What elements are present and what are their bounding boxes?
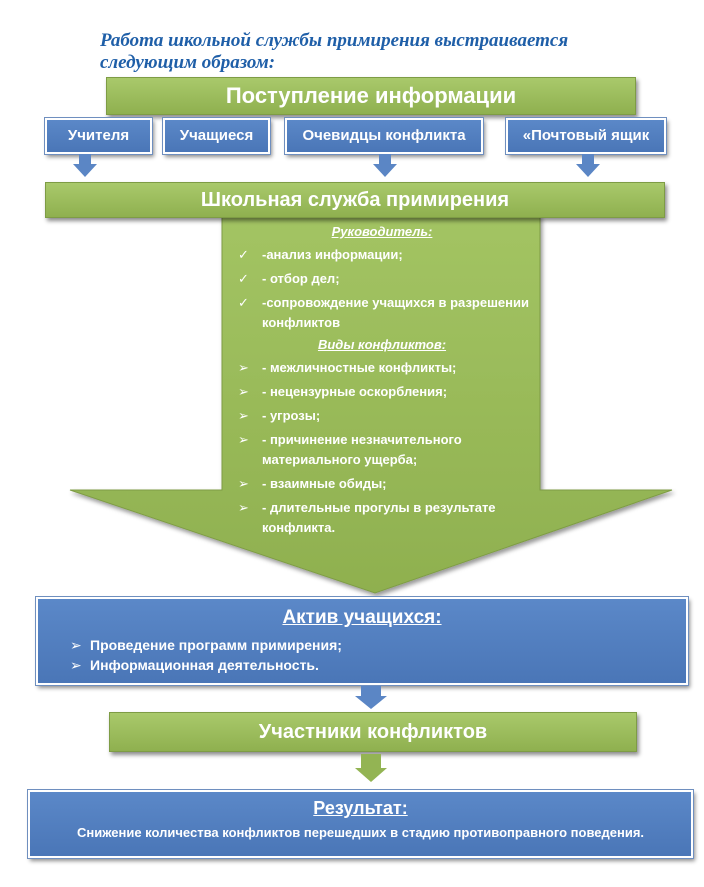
arrow-bullet-icon: ➢ [238, 476, 249, 491]
source-teachers: Учителя [44, 117, 153, 155]
arrow-bullet-icon: ➢ [238, 384, 249, 399]
service-details: Руководитель: ✓-анализ информации; ✓- от… [232, 224, 532, 542]
result-box: Результат: Снижение количества конфликто… [27, 789, 694, 859]
arrow-bullet-icon: ➢ [238, 500, 249, 515]
arrow-bullet-icon: ➢ [70, 657, 82, 673]
check-icon: ✓ [238, 247, 249, 262]
arrow-bullet-icon: ➢ [238, 408, 249, 423]
list-item: ➢- угрозы; [232, 406, 532, 426]
aktiv-list: ➢Проведение программ примирения; ➢Информ… [68, 635, 656, 675]
arrow-bullet-icon: ➢ [70, 637, 82, 653]
list-item: ✓-сопровождение учащихся в разрешении ко… [238, 295, 529, 330]
check-icon: ✓ [238, 295, 249, 310]
result-title: Результат: [313, 798, 408, 818]
arrow-bullet-icon: ➢ [238, 432, 249, 447]
leader-list: ✓-анализ информации; ✓- отбор дел; ✓-соп… [232, 245, 532, 333]
types-title: Виды конфликтов: [317, 337, 447, 352]
list-item: ➢- причинение незначительного материальн… [238, 432, 462, 467]
list-item: ➢- длительные прогулы в результате конфл… [238, 500, 496, 535]
list-item: ✓-анализ информации; [232, 245, 532, 265]
source-witnesses: Очевидцы конфликта [284, 117, 484, 155]
list-item: ✓- отбор дел; [232, 269, 532, 289]
aktiv-box: Актив учащихся: ➢Проведение программ при… [35, 596, 689, 686]
types-list: ➢- межличностные конфликты; ➢- нецензурн… [232, 358, 532, 538]
aktiv-title: Актив учащихся: [282, 607, 442, 628]
arrow-down-icon [576, 154, 600, 177]
arrow-down-icon [355, 754, 387, 782]
source-mailbox: «Почтовый ящик [505, 117, 667, 155]
check-icon: ✓ [238, 271, 249, 286]
list-item: ➢- нецензурные оскорбления; [232, 382, 532, 402]
participants-header: Участники конфликтов [109, 712, 637, 752]
list-item: ➢- взаимные обиды; [232, 474, 532, 494]
service-header: Школьная служба примирения [45, 182, 665, 218]
source-students: Учащиеся [162, 117, 271, 155]
leader-title: Руководитель: [331, 224, 433, 239]
list-item: ➢Информационная деятельность. [70, 657, 319, 673]
info-header: Поступление информации [106, 77, 636, 115]
result-text: Снижение количества конфликтов перешедши… [76, 825, 645, 840]
arrow-down-icon [73, 154, 97, 177]
page-heading: Работа школьной службы примирения выстра… [100, 30, 569, 73]
arrow-down-icon [373, 154, 397, 177]
arrow-down-icon [355, 686, 387, 709]
list-item: ➢Проведение программ примирения; [70, 637, 342, 653]
list-item: ➢- межличностные конфликты; [232, 358, 532, 378]
arrow-bullet-icon: ➢ [238, 360, 249, 375]
